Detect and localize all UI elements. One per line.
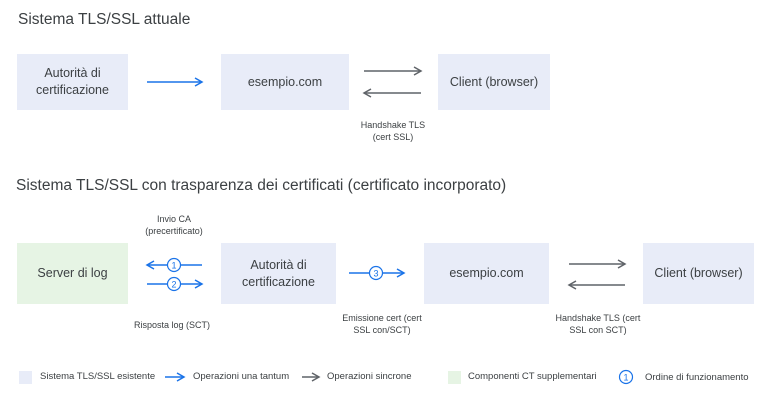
handshake-caption-2: Handshake TLS (cert SSL con SCT): [555, 313, 641, 335]
log-server-box: Server di log: [17, 243, 128, 304]
legend-order-label: Ordine di funzionamento: [645, 372, 749, 383]
handshake-caption-1: Handshake TLS (cert SSL): [360, 120, 426, 142]
step-3-number: 3: [373, 269, 378, 279]
legend-sync-label: Operazioni sincrone: [327, 371, 412, 382]
server-box-2: esempio.com: [424, 243, 549, 304]
step-2-number: 2: [171, 280, 176, 290]
legend-ct-swatch: [448, 371, 461, 384]
risposta-log-caption: Risposta log (SCT): [133, 320, 211, 330]
legend-ct-label: Componenti CT supplementari: [468, 371, 597, 382]
step-1-badge: 1: [166, 257, 182, 273]
step-1-number: 1: [171, 261, 176, 271]
invio-ca-caption: Invio CA (precertificato): [145, 214, 203, 236]
step-2-badge: 2: [166, 276, 182, 292]
ca-box-1: Autorità di certificazione: [17, 54, 128, 110]
client-box-2: Client (browser): [643, 243, 754, 304]
client-box-1: Client (browser): [438, 54, 550, 110]
step-3-badge: 3: [368, 265, 384, 281]
section-2-title: Sistema TLS/SSL con trasparenza dei cert…: [16, 177, 507, 194]
server-box-1: esempio.com: [221, 54, 349, 110]
emissione-caption: Emissione cert (cert SSL con/SCT): [342, 313, 422, 335]
legend-one-time-label: Operazioni una tantum: [193, 371, 290, 382]
ca-box-2: Autorità di certificazione: [221, 243, 336, 304]
legend-order-badge-icon: 1: [618, 369, 634, 385]
legend-existing-swatch: [19, 371, 32, 384]
legend-existing-label: Sistema TLS/SSL esistente: [40, 371, 156, 382]
section-1-title: Sistema TLS/SSL attuale: [18, 11, 191, 28]
legend-order-number: 1: [623, 373, 628, 383]
